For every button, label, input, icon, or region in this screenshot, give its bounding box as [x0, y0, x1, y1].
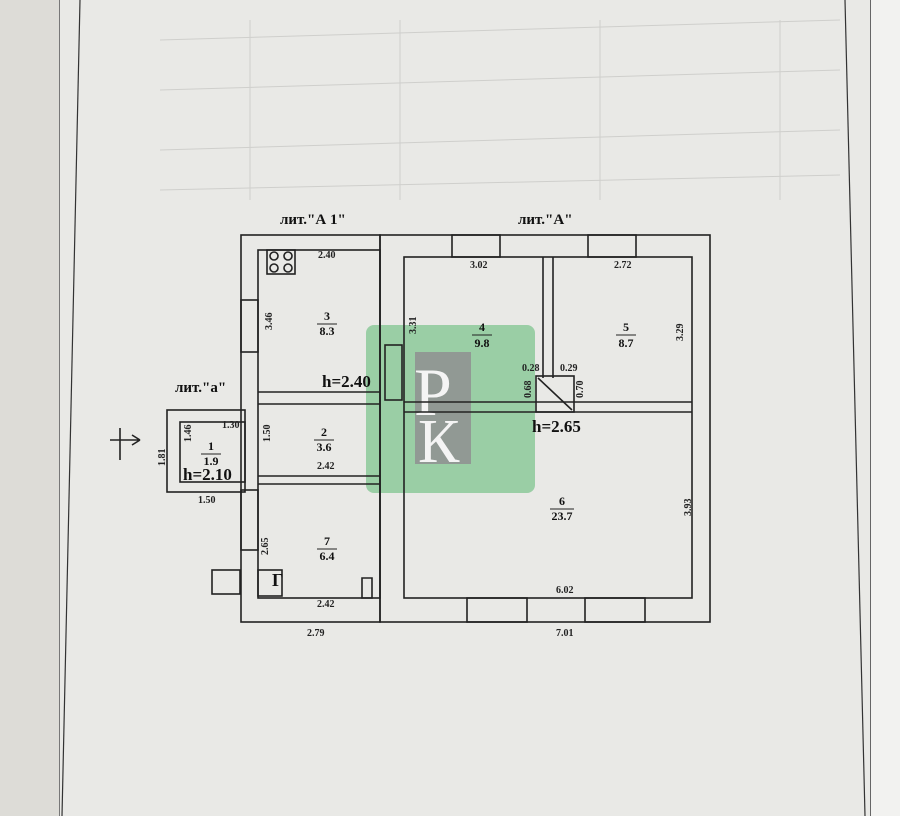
section-label-a-small: лит."а" — [175, 380, 226, 396]
boiler — [257, 569, 283, 597]
boiler-mark: Г — [272, 570, 283, 590]
dim: 1.81 — [157, 449, 168, 467]
dim: 2.72 — [614, 260, 632, 271]
svg-text:2: 2 — [321, 425, 327, 439]
svg-text:8.3: 8.3 — [320, 324, 335, 338]
dim: 2.40 — [318, 250, 336, 261]
dim: 0.70 — [575, 381, 586, 399]
stove — [266, 249, 296, 275]
svg-text:1: 1 — [208, 439, 214, 453]
left-page-edge — [0, 0, 60, 816]
svg-text:7: 7 — [324, 534, 330, 548]
room-1: 11.9 — [201, 439, 221, 468]
faint-table-grid — [159, 19, 841, 200]
svg-text:8.7: 8.7 — [619, 336, 634, 350]
svg-text:23.7: 23.7 — [552, 509, 573, 523]
wall-a-inner — [403, 256, 693, 599]
dim: 6.02 — [556, 585, 574, 596]
dim: 2.42 — [317, 461, 335, 472]
dim: 3.93 — [683, 499, 694, 517]
dim: 1.50 — [262, 425, 273, 443]
height-a-small: h=2.10 — [183, 465, 232, 484]
svg-text:3.6: 3.6 — [317, 440, 332, 454]
porch-step — [211, 569, 241, 595]
room-4: 49.8 — [472, 320, 492, 350]
dim: 7.01 — [556, 628, 574, 639]
dim: 2.65 — [260, 538, 271, 556]
dim: 0.68 — [523, 381, 534, 399]
dim: 0.28 — [522, 363, 540, 374]
svg-text:6: 6 — [559, 494, 565, 508]
svg-text:3: 3 — [324, 309, 330, 323]
wall-a-outer — [379, 234, 711, 623]
dim: 1.50 — [198, 495, 216, 506]
right-page-edge — [870, 0, 900, 816]
dim: 3.02 — [470, 260, 488, 271]
svg-text:Р: Р — [414, 354, 452, 430]
room-3: 38.3 — [317, 309, 337, 338]
room-6: 623.7 — [550, 494, 574, 523]
height-a1: h=2.40 — [322, 372, 371, 391]
room-2: 23.6 — [314, 425, 334, 454]
svg-text:К: К — [418, 408, 460, 476]
dimensions: 2.40 3.46 1.30 1.46 1.81 1.50 1.50 2.42 … — [157, 250, 694, 639]
height-a: h=2.65 — [532, 417, 581, 436]
dim: 3.31 — [408, 317, 419, 335]
wall-a-small-inner — [179, 421, 246, 483]
dim: 2.79 — [307, 628, 325, 639]
dim: 1.30 — [222, 420, 240, 431]
svg-text:1.9: 1.9 — [204, 454, 219, 468]
svg-text:6.4: 6.4 — [320, 549, 335, 563]
svg-text:9.8: 9.8 — [475, 336, 490, 350]
dim: 3.29 — [675, 324, 686, 342]
dim: 1.46 — [183, 425, 194, 443]
dim: 2.42 — [317, 599, 335, 610]
chimney — [535, 375, 575, 413]
room-7: 76.4 — [317, 534, 337, 563]
svg-text:4: 4 — [479, 320, 485, 334]
section-label-a: лит."А" — [518, 212, 573, 228]
entry-arrow-icon — [110, 428, 141, 460]
watermark-logo: Р К — [366, 325, 535, 493]
room-5: 58.7 — [616, 320, 636, 350]
dim: 3.46 — [264, 313, 275, 331]
svg-text:5: 5 — [623, 320, 629, 334]
dim: 0.29 — [560, 363, 578, 374]
section-label-a1: лит."А 1" — [280, 212, 346, 228]
wall-a1-inner — [257, 249, 381, 599]
